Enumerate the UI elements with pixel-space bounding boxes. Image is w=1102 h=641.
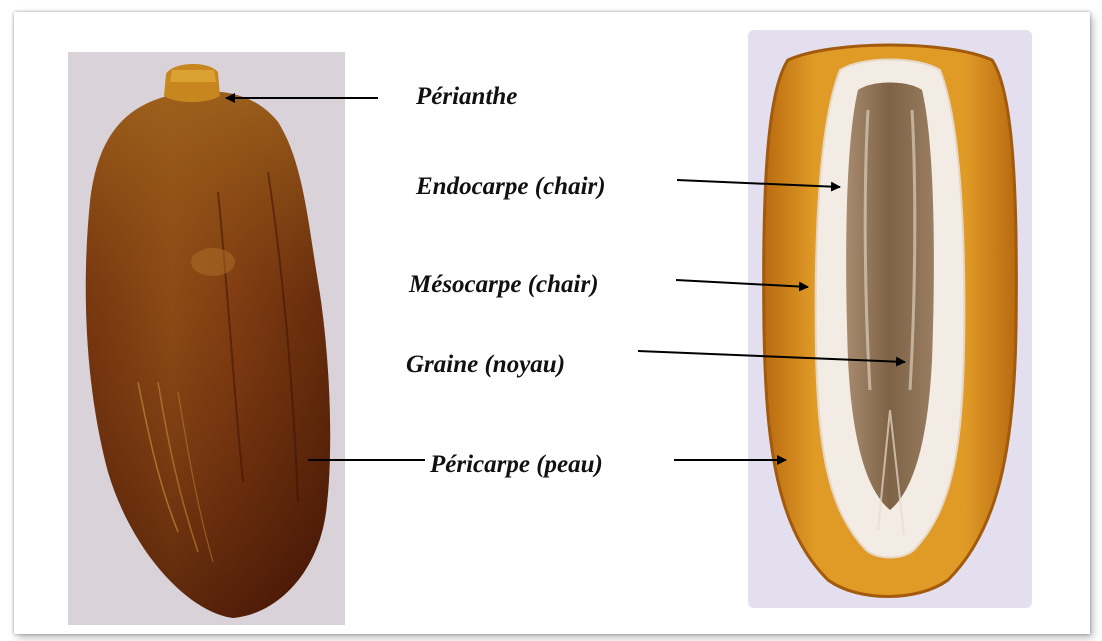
label-endocarpe: Endocarpe (chair) <box>416 174 606 199</box>
mesocarpe-arrow <box>676 280 808 287</box>
label-mesocarpe: Mésocarpe (chair) <box>409 272 599 297</box>
graine-arrow <box>638 351 905 362</box>
label-pericarpe: Péricarpe (peau) <box>430 452 603 477</box>
endocarpe-arrow <box>677 180 840 187</box>
label-perianthe: Périanthe <box>416 84 517 109</box>
label-graine: Graine (noyau) <box>406 352 565 377</box>
